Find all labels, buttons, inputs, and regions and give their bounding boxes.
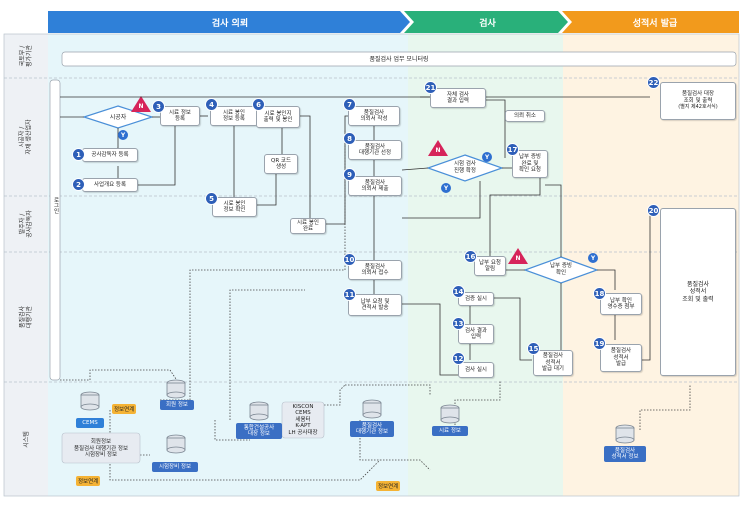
sys-sample: 시료 정보 — [432, 426, 468, 436]
tag-link-3: 정보연계 — [376, 481, 401, 491]
warning-n-3 — [508, 248, 528, 264]
badge-19: 19 — [593, 337, 606, 350]
step-3-box: 시료 정보 등록 — [160, 106, 200, 126]
warning-n-2 — [428, 140, 448, 156]
decision-test-label: 시험 검사 진행 확정 — [454, 161, 476, 174]
badge-8: 8 — [343, 132, 356, 145]
badge-2: 2 — [72, 178, 85, 191]
step-17-box: 납부 증빙 완료 및 확인 요청 — [512, 150, 548, 178]
step-14-box: 검증 실시 — [458, 292, 494, 306]
badge-15: 15 — [527, 342, 540, 355]
db-icons — [80, 379, 635, 454]
phase-issue-title: 성적서 발급 — [632, 18, 678, 29]
step-11-box: 납부 요청 및 견적서 발송 — [348, 294, 402, 316]
decision-pay-label: 납부 증빙 확인 — [550, 263, 572, 276]
y-mark-1: Y — [118, 130, 128, 140]
integrated-src-shape — [281, 401, 325, 439]
y-mark-2: Y — [482, 152, 492, 162]
badge-10: 10 — [343, 253, 356, 266]
sys-member: 회원 정보 — [160, 400, 194, 410]
badge-5: 5 — [205, 192, 218, 205]
badge-22: 22 — [647, 76, 660, 89]
lane-separators — [4, 77, 739, 383]
monitor-label: 품질검사 업무 모니터링 — [369, 55, 429, 63]
step-8-box: 품질검사 대행기관 선정 — [348, 140, 402, 160]
step-12-box: 검사 실시 — [458, 362, 494, 378]
step-15-box: 품질검사 성적서 발급 대기 — [533, 350, 573, 376]
phase-inspect-title: 검사 — [479, 18, 496, 29]
badge-6: 6 — [252, 98, 265, 111]
step-13-box: 검사 결과 입력 — [458, 324, 494, 344]
sys-agency-info: 품질검사 대행기관 정보 — [350, 421, 394, 437]
step-22-label: 품질검사 대장 조회 및 출력 — [681, 91, 715, 104]
phase-arrow-request — [48, 11, 410, 33]
step-20-box: 품질검사 성적서 조회 및 출력 — [660, 208, 736, 376]
monitor-bar-shape — [61, 51, 737, 67]
sys-integrated-src: KISCON CEMS 세움터 K-APT LH 공사대장 — [288, 403, 318, 436]
outer-frame — [3, 33, 740, 497]
n-mark-1: N — [138, 103, 144, 110]
badge-13: 13 — [452, 317, 465, 330]
y-mark-3: Y — [441, 183, 451, 193]
login-label: 로그인 — [52, 196, 59, 214]
phase-arrow-inspect — [404, 11, 568, 33]
badge-1: 1 — [72, 148, 85, 161]
step-21-box: 자체 검사 결과 입력 — [430, 88, 486, 108]
badge-12: 12 — [452, 352, 465, 365]
tag-link-2: 정보연계 — [76, 476, 101, 486]
badge-18: 18 — [593, 287, 606, 300]
y-mark-4: Y — [588, 253, 598, 263]
lane-agency: 품질검사 대행기관 — [19, 305, 33, 329]
step-1-box: 공사감독자 등록 — [82, 148, 138, 162]
lane-owner: 발주자 / 공사감독자 — [18, 210, 33, 238]
lane-header-column — [4, 34, 48, 496]
n-mark-2: N — [435, 147, 441, 154]
decision-contractor-label: 시공자 — [109, 113, 127, 121]
badge-9: 9 — [343, 168, 356, 181]
warning-n-1 — [131, 96, 151, 112]
step-19-box: 품질검사 성적서 발급 — [600, 344, 642, 372]
tag-link-1: 정보연계 — [112, 404, 137, 414]
sys-equip: 시험장비 정보 — [152, 462, 198, 472]
step-22-box: 품질검사 대장 조회 및 출력 (별지 제42호서식) — [660, 82, 736, 120]
badge-16: 16 — [464, 250, 477, 263]
step-18-box: 납부 확인 영수증 첨부 — [600, 293, 642, 315]
sys-cems-info: 회원정보 품질검사 대행기관 정보 시험장비 정보 — [73, 439, 129, 459]
step-2-box: 사업개요 등록 — [82, 178, 138, 192]
lane-ministry: 국토부 / 평가기관 — [19, 44, 33, 68]
badge-7: 7 — [343, 98, 356, 111]
badge-4: 4 — [205, 98, 218, 111]
phase-arrow-issue — [562, 11, 739, 33]
badge-21: 21 — [424, 81, 437, 94]
cems-info-shape — [61, 432, 141, 464]
step-22-note: (별지 제42호서식) — [678, 104, 718, 111]
step-4-box: 시료 봉인 정보 등록 — [210, 106, 258, 126]
step-7-box: 품질검사 의뢰서 작성 — [348, 106, 400, 126]
lane-system: 시스템 — [22, 430, 30, 448]
badge-11: 11 — [343, 288, 356, 301]
sys-report: 품질검사 성적서 정보 — [604, 446, 646, 462]
n-mark-3: N — [515, 255, 521, 262]
step-5-box: 시료 봉인 정보 확인 — [212, 197, 257, 217]
badge-17: 17 — [506, 143, 519, 156]
seal-done-box: 시료 봉인 완료 — [290, 218, 326, 234]
decision-test — [426, 154, 504, 182]
sys-cems: CEMS — [76, 418, 104, 428]
badge-14: 14 — [452, 285, 465, 298]
phase-request-title: 검사 의뢰 — [211, 18, 249, 29]
sys-integrated: 통합건설공사 대장 정보 — [236, 423, 282, 439]
step-6-box: 시료 봉인지 출력 및 봉인 — [256, 106, 300, 128]
lane-local: 시공자 / 자재 생산업자 — [19, 119, 33, 155]
badge-3: 3 — [152, 100, 165, 113]
qr-box: QR 코드 생성 — [264, 154, 298, 174]
cancel-box: 의뢰 취소 — [505, 110, 545, 122]
step-16-box: 납부 요청 알림 — [474, 256, 506, 276]
step-9-box: 품질검사 의뢰서 제출 — [348, 176, 402, 196]
step-10-box: 품질검사 의뢰서 접수 — [348, 260, 402, 280]
login-bar-shape — [49, 79, 61, 381]
badge-20: 20 — [647, 204, 660, 217]
